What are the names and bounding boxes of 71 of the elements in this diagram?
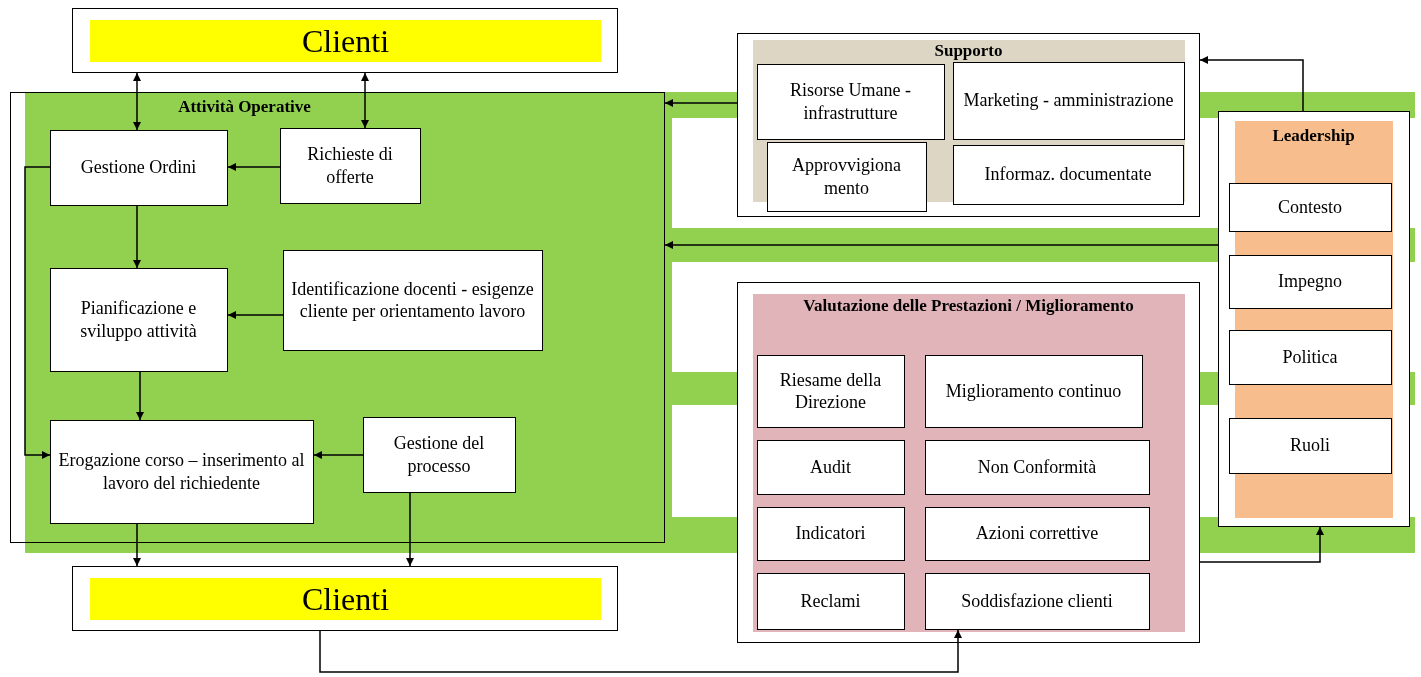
process-box	[766, 141, 927, 212]
group-frame	[10, 92, 665, 543]
process-box	[279, 127, 421, 204]
arrow	[133, 72, 141, 131]
box-label: Risorse Umane - infrastrutture	[789, 79, 912, 124]
box-label: Reclami	[800, 589, 861, 613]
box-label: Gestione Ordini	[80, 156, 197, 179]
arrow	[664, 99, 738, 107]
process-box	[1228, 182, 1392, 232]
box-label: Identificazione docenti - esigenze cliente per orientamento lavoro	[290, 277, 535, 323]
box-label: Marketing - amministrazione	[963, 89, 1174, 112]
process-box	[756, 506, 905, 561]
box-label: Pianificazione e sviluppo attività	[79, 297, 198, 342]
process-box	[924, 506, 1150, 561]
box-label: Impegno	[1278, 270, 1342, 293]
process-box	[756, 439, 905, 495]
process-box	[924, 572, 1150, 630]
box-label: Non Conformità	[977, 455, 1097, 479]
stakeholder-box	[72, 566, 618, 631]
arrow	[133, 205, 141, 269]
group-title: Supporto	[933, 40, 1004, 61]
process-box	[924, 354, 1143, 428]
process-box	[49, 129, 228, 206]
process-box	[952, 61, 1185, 140]
arrow	[227, 311, 284, 319]
arrow	[319, 629, 962, 673]
group-title: Valutazione delle Prestazioni / Miglioramento	[802, 295, 1135, 316]
arrow	[1199, 526, 1324, 563]
process-box	[49, 267, 228, 372]
box-label: Gestione del processo	[392, 432, 486, 477]
process-box	[924, 439, 1150, 495]
heading-label: Clienti	[90, 578, 601, 620]
arrow	[133, 523, 141, 567]
box-label: Informaz. documentate	[984, 163, 1152, 186]
box-label: Miglioramento continuo	[945, 379, 1122, 403]
heading-label: Clienti	[90, 20, 601, 62]
process-box	[756, 572, 905, 630]
group-frame	[737, 282, 1200, 643]
process-box	[49, 419, 314, 524]
arrow	[313, 451, 364, 459]
group-frame	[737, 33, 1200, 217]
process-box	[952, 144, 1184, 205]
group-frame	[1218, 111, 1410, 527]
arrow	[406, 492, 414, 567]
box-label: Approvvigiona mento	[791, 154, 902, 199]
box-label: Erogazione corso – inserimento al lavoro del richiedente	[57, 449, 306, 494]
stakeholder-box	[72, 8, 618, 73]
process-box	[282, 249, 543, 351]
process-box	[756, 354, 905, 428]
group-title: Attività Operative	[177, 96, 312, 117]
process-box	[362, 416, 516, 493]
process-box	[1228, 254, 1392, 309]
arrow	[1199, 56, 1304, 112]
arrow	[136, 371, 144, 421]
process-box	[756, 63, 945, 140]
arrow	[227, 163, 281, 171]
arrow	[24, 166, 51, 459]
arrow	[664, 241, 1219, 249]
group-title: Leadership	[1271, 125, 1356, 146]
box-label: Richieste di offerte	[306, 143, 394, 188]
box-label: Azioni correttive	[975, 522, 1099, 545]
box-label: Audit	[810, 455, 851, 479]
box-label: Indicatori	[795, 522, 866, 545]
arrow	[361, 72, 369, 129]
box-label: Riesame della Direzione	[778, 368, 883, 414]
box-label: Politica	[1282, 345, 1338, 369]
box-label: Ruoli	[1290, 434, 1330, 457]
box-label: Contesto	[1278, 195, 1342, 219]
process-box	[1228, 329, 1392, 385]
process-box	[1228, 417, 1392, 474]
box-label: Soddisfazione clienti	[961, 589, 1113, 613]
